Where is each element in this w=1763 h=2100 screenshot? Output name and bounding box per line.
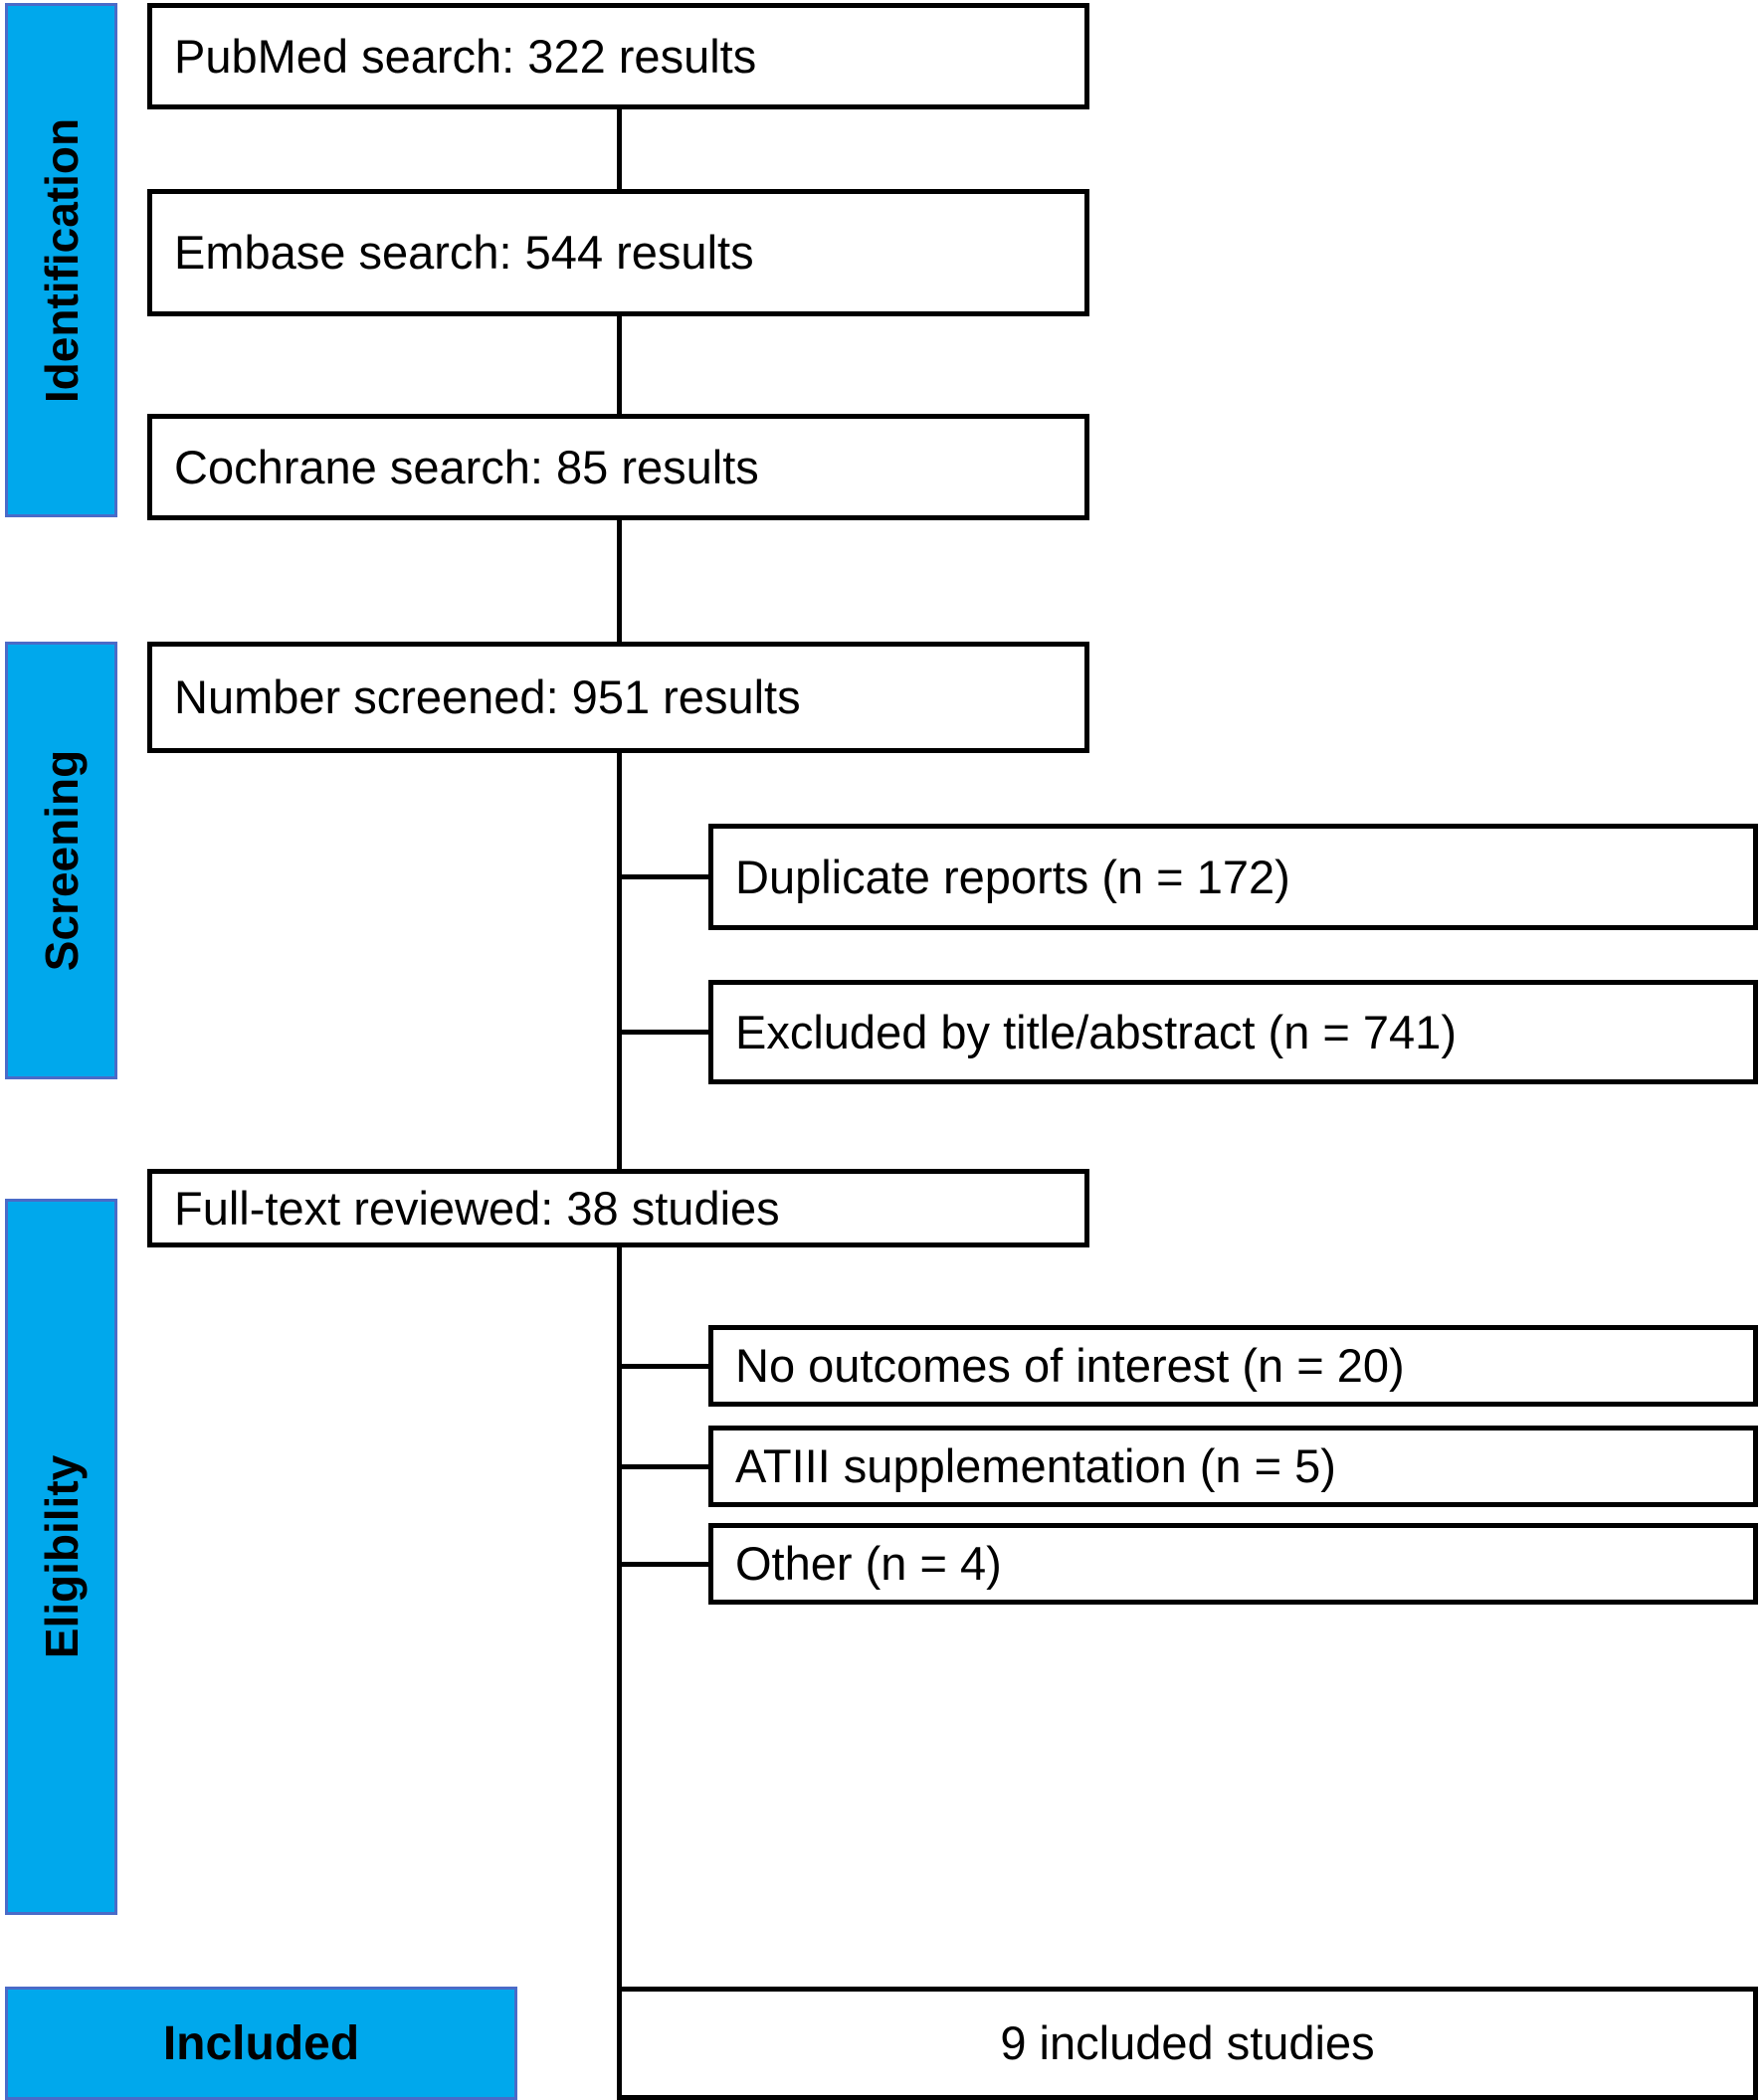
connector-embase-cochrane [617,314,622,416]
node-cochrane-search: Cochrane search: 85 results [147,414,1089,520]
stage-band-eligibility-label: Eligibility [35,1454,88,1659]
node-number-screened: Number screened: 951 results [147,642,1089,753]
node-excluded-title-abstract-label: Excluded by title/abstract (n = 741) [735,1005,1457,1058]
stage-band-screening-label: Screening [35,749,88,972]
node-fulltext-reviewed-label: Full-text reviewed: 38 studies [174,1181,780,1235]
node-atiii-supplementation-label: ATIII supplementation (n = 5) [735,1439,1336,1493]
connector-branch-title-abstract [617,1030,710,1035]
node-excluded-title-abstract: Excluded by title/abstract (n = 741) [708,980,1758,1084]
connector-fulltext-included [617,1245,622,1989]
node-pubmed-search: PubMed search: 322 results [147,3,1089,109]
node-number-screened-label: Number screened: 951 results [174,670,801,724]
stage-band-included-label: Included [162,2016,360,2070]
connector-screened-fulltext [617,751,622,1171]
stage-band-identification-label: Identification [35,117,88,403]
stage-band-screening: Screening [5,642,117,1079]
node-embase-search: Embase search: 544 results [147,189,1089,316]
node-duplicate-reports-label: Duplicate reports (n = 172) [735,850,1290,903]
connector-pubmed-embase [617,107,622,191]
node-cochrane-search-label: Cochrane search: 85 results [174,440,759,493]
node-other-exclusions-label: Other (n = 4) [735,1537,1002,1591]
node-duplicate-reports: Duplicate reports (n = 172) [708,824,1758,930]
stage-band-eligibility: Eligibility [5,1199,117,1915]
node-pubmed-search-label: PubMed search: 322 results [174,29,757,83]
node-other-exclusions: Other (n = 4) [708,1523,1758,1605]
node-atiii-supplementation: ATIII supplementation (n = 5) [708,1426,1758,1507]
node-fulltext-reviewed: Full-text reviewed: 38 studies [147,1169,1089,1247]
connector-branch-no-outcomes [617,1364,710,1369]
stage-band-included: Included [5,1987,517,2100]
connector-branch-other [617,1562,710,1567]
connector-branch-duplicates [617,874,710,879]
node-included-studies-label: 9 included studies [1000,2016,1375,2070]
connector-cochrane-screened [617,518,622,644]
connector-branch-atiii [617,1464,710,1469]
node-no-outcomes-of-interest: No outcomes of interest (n = 20) [708,1325,1758,1407]
node-embase-search-label: Embase search: 544 results [174,226,754,280]
node-included-studies: 9 included studies [617,1987,1758,2100]
node-no-outcomes-of-interest-label: No outcomes of interest (n = 20) [735,1339,1405,1393]
stage-band-identification: Identification [5,3,117,517]
